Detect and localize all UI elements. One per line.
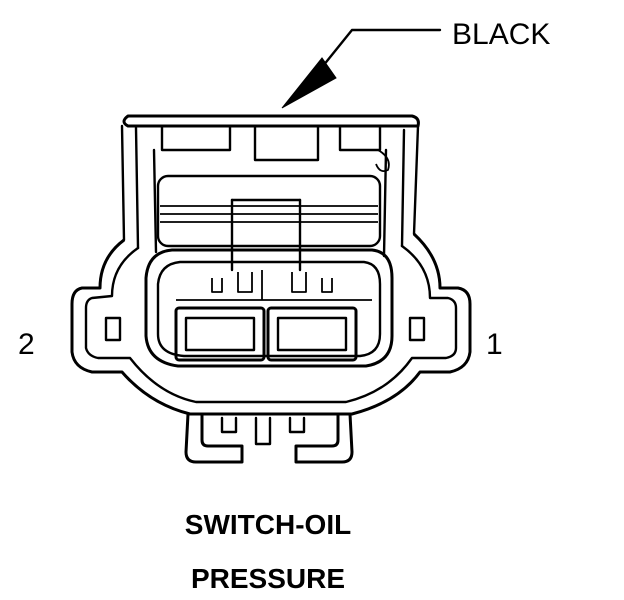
pin-number-2: 2 — [18, 328, 35, 361]
bottom-terminals — [184, 413, 354, 464]
callout-leader — [281, 28, 442, 109]
connector-housing — [70, 114, 472, 416]
pin-number-1: 1 — [486, 328, 503, 361]
caption-line-1: SWITCH-OIL — [185, 509, 351, 540]
caption-line-2: PRESSURE — [191, 563, 345, 594]
terminal-cavity — [144, 248, 394, 368]
latch-frame — [156, 174, 382, 272]
left-lock-window — [104, 316, 122, 342]
right-lock-window — [408, 316, 426, 342]
callout-arrowhead — [281, 57, 337, 109]
terminal-pin-1 — [266, 306, 358, 362]
terminal-pin-2 — [174, 306, 266, 362]
callout-label: BLACK — [452, 18, 550, 51]
